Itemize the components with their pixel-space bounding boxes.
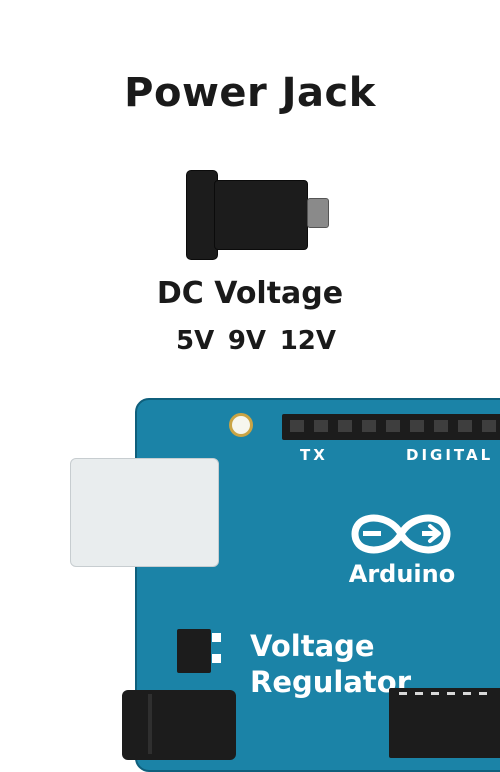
digital-label: DIGITAL [406,446,494,464]
voltage-regulator-label-line2: Regulator [250,665,412,699]
voltage-regulator-label: Voltage Regulator [250,628,411,700]
header-pin [338,420,352,432]
voltage-5v: 5V [176,326,215,356]
voltage-regulator-chip [177,629,211,673]
voltage-options: 5V 9V 12V [176,326,336,356]
header-pin [434,420,448,432]
header-pin [458,420,472,432]
regulator-pin [212,633,221,642]
mounting-hole [229,413,253,437]
power-jack-body [214,180,308,250]
tx-label: TX [300,446,328,464]
power-jack-illustration [186,170,331,260]
header-pin [290,420,304,432]
power-jack-pin [307,198,329,228]
chip-pin [479,692,487,695]
barrel-jack-on-board [122,690,236,760]
arduino-logo-icon [351,514,451,554]
voltage-regulator-label-line1: Voltage [250,629,375,663]
power-jack-flange [186,170,218,260]
microcontroller-chip [389,688,500,758]
usb-connector [70,458,219,567]
arduino-brand-label: Arduino [348,560,456,588]
voltage-9v: 9V [227,326,267,356]
chip-pin [431,692,439,695]
header-pin [362,420,376,432]
chip-pin [447,692,455,695]
dc-voltage-label: DC Voltage [156,276,344,311]
barrel-jack-notch [148,694,152,754]
chip-pin [415,692,423,695]
regulator-pin [212,654,221,663]
chip-pin [399,692,407,695]
chip-pin [463,692,471,695]
header-pin [314,420,328,432]
diagram-title: Power Jack [124,70,376,116]
header-pin [386,420,400,432]
voltage-12v: 12V [279,326,336,356]
header-pin [482,420,496,432]
header-pin [410,420,424,432]
digital-pin-header [282,414,500,440]
